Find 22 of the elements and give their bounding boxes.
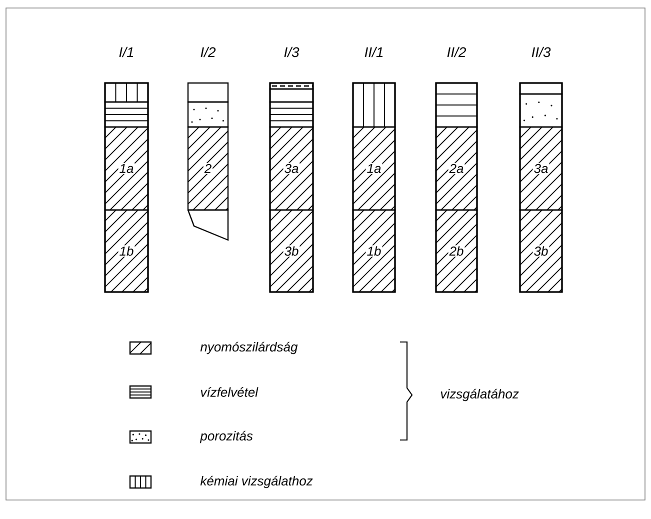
- node-label: II/1: [364, 46, 383, 58]
- hatched-segment: 2a: [435, 126, 478, 211]
- legend-text: kémiai vizsgálathoz: [200, 476, 313, 488]
- node-label: II/2: [447, 46, 466, 58]
- legend-text: vízfelvétel: [200, 387, 258, 397]
- node-label: I/3: [284, 46, 300, 58]
- node-label: II/3: [532, 46, 551, 58]
- legend-text: nyomószilárdság: [200, 342, 298, 354]
- node-label: I/2: [200, 46, 216, 58]
- hatched-segment: 3b: [519, 209, 563, 293]
- hatched-segment: 2: [187, 126, 229, 211]
- hatched-segment: 1a: [352, 126, 396, 211]
- hatched-segment: 1b: [352, 209, 396, 293]
- node-label: I/1: [119, 46, 134, 58]
- hatched-segment: 2b: [435, 209, 478, 293]
- hatched-segment: 3a: [269, 126, 314, 211]
- hatched-segment: 1a: [104, 126, 149, 211]
- hatched-segment: 1b: [104, 209, 149, 293]
- bracket-label: vizsgálatához: [440, 388, 519, 402]
- legend-text: porozitás: [200, 430, 253, 444]
- hatched-segment: 3a: [519, 126, 563, 211]
- hatched-segment: 3b: [269, 209, 314, 293]
